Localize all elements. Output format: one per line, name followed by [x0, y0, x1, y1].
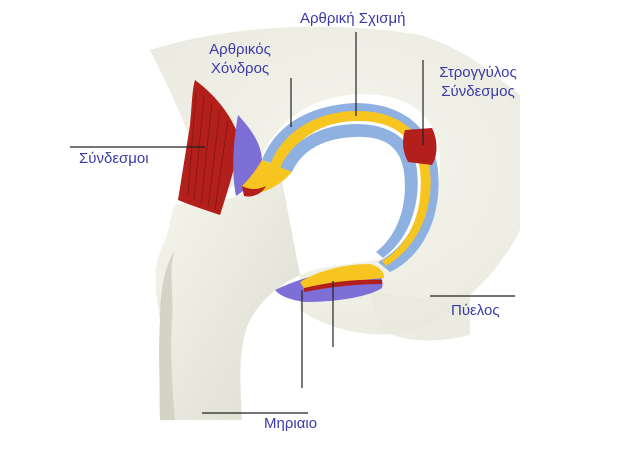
ligament-band: [178, 80, 240, 215]
femur-bone: [155, 170, 300, 420]
capsule-lower-left-red: [242, 186, 266, 197]
label-cartilage: Αρθρικός Χόνδρος: [200, 40, 280, 78]
pelvis-bone: [150, 26, 520, 335]
label-round-ligament-line1: Στρογγύλος: [439, 64, 517, 81]
label-joint-cavity: Αρθρική Σχισμή: [300, 10, 406, 27]
ligament-fibers: [187, 91, 229, 211]
label-cartilage-line1: Αρθρικός: [209, 41, 271, 58]
label-femur: Μηριαιο: [264, 415, 318, 432]
femur-shadow: [159, 250, 175, 420]
leader-lines: [70, 32, 515, 414]
label-ligaments: Σύνδεσμοι: [79, 150, 149, 167]
round-ligament: [403, 128, 437, 165]
capsule-lower-left: [242, 160, 292, 193]
pelvis-lower-shadow: [370, 290, 470, 341]
labrum-bottom-yellow: [300, 264, 385, 290]
labrum-bottom-red: [304, 279, 382, 292]
label-pelvis: Πύελος: [451, 302, 500, 319]
cartilage-inner: [280, 124, 418, 258]
label-round-ligament-line2: Σύνδεσμος: [441, 83, 515, 100]
label-round-ligament: Στρογγύλος Σύνδεσμος: [423, 63, 533, 101]
label-cartilage-line2: Χόνδρος: [210, 60, 270, 77]
